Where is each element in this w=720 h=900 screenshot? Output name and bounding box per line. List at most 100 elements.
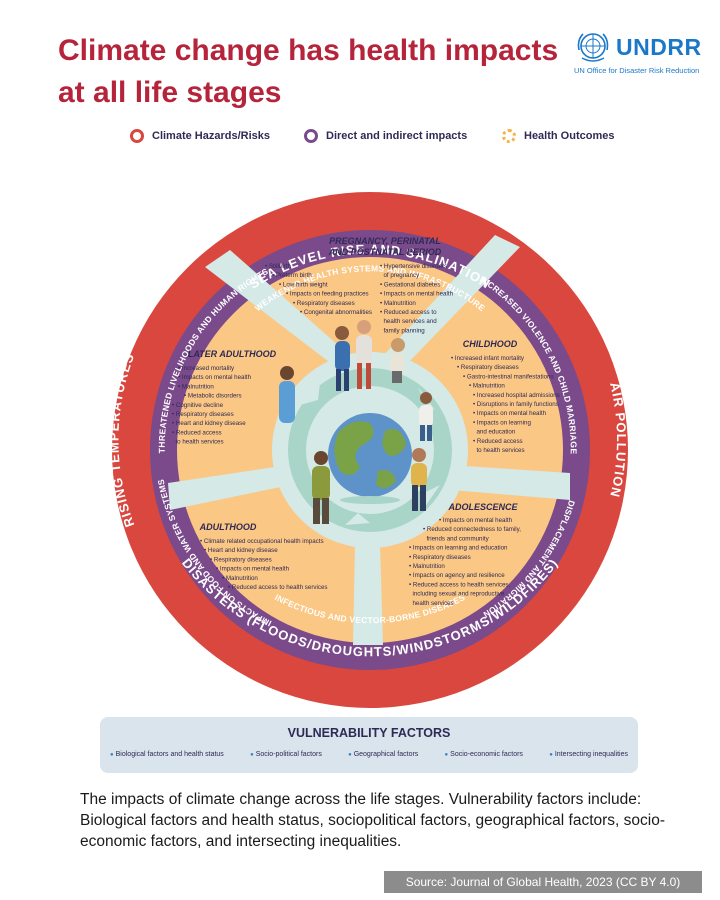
outcome-item: • Low birth weight <box>279 281 328 288</box>
outcome-item: • Malnutrition <box>409 563 445 570</box>
outcome-item: • Cognitive decline <box>172 402 224 409</box>
outcome-item: • Malnutrition <box>178 383 214 390</box>
outcome-item: • Stillbirth <box>265 263 291 270</box>
outcome-item: • Congenital abnormalities <box>300 309 372 316</box>
outcome-item: • Malnutrition <box>380 300 416 307</box>
undrr-logo: UNDRR UN Office for Disaster Risk Reduct… <box>574 30 704 80</box>
outcome-item: • Impacts on agency and resilience <box>409 572 505 579</box>
stage-title: LATER ADULTHOOD <box>188 349 277 359</box>
outcome-item: health services <box>409 600 454 607</box>
cycle-arrows <box>300 383 440 525</box>
legend-item-outcomes: Health Outcomes <box>502 124 614 148</box>
outcome-item: • Increased infant mortality <box>451 355 525 362</box>
outcome-item: • Reduced access to health services <box>228 584 328 591</box>
pregnant-person-icon <box>335 326 350 391</box>
outcome-item: • Reduced access to <box>380 309 437 316</box>
outcome-item: • Respiratory diseases <box>409 554 471 561</box>
logo-name: UNDRR <box>616 34 702 60</box>
outcome-item: • Increased mortality <box>178 365 235 372</box>
vulnerability-item: Intersecting inequalities <box>549 751 628 758</box>
outcome-item: • Impacts on mental health <box>178 374 252 381</box>
outcome-item: • Disruptions in family functions <box>473 401 559 408</box>
outcome-item: of pregnancy <box>380 272 420 279</box>
outcome-item: friends and community <box>423 535 490 542</box>
outcome-item: • Increased hospital admissions <box>473 392 560 399</box>
title-line-1: Climate change has health impacts <box>58 34 559 67</box>
outcome-item: to health services <box>473 447 525 454</box>
outcome-item: • Gastro-intestinal manifestations <box>463 373 554 380</box>
outcome-item: • Impacts on mental health <box>439 517 513 524</box>
cycle-arrow <box>300 383 320 405</box>
logo-subtitle: UN Office for Disaster Risk Reduction <box>574 66 700 75</box>
source-credit: Source: Journal of Global Health, 2023 (… <box>384 871 702 893</box>
adolescent-icon <box>419 392 433 441</box>
outcome-item: • Impacts on feeding practices <box>286 291 369 298</box>
vulnerability-item: Biological factors and health status <box>110 751 224 758</box>
legend-item-impacts: Direct and indirect impacts <box>304 124 467 148</box>
child-icon <box>390 338 405 383</box>
title-line-2: at all life stages <box>58 76 282 109</box>
outcome-item: • Metabolic disorders <box>184 393 242 400</box>
vulnerability-item: Socio-economic factors <box>445 751 523 758</box>
outcome-item: • Respiratory diseases <box>210 556 272 563</box>
outcome-item: • Hypertensive disorders <box>380 263 447 270</box>
outcome-item: • Reduced access <box>473 438 523 445</box>
divider-upper-left <box>205 250 355 365</box>
outcome-item: health services and <box>380 318 437 325</box>
life-stages-wheel: SEA LEVEL RISE AND SALINATION DISASTERS … <box>106 192 629 708</box>
divider-bottom <box>353 543 383 645</box>
stage-title: ADULTHOOD <box>199 522 257 532</box>
legend-outcome-ring-icon <box>502 129 516 143</box>
legend-item-hazards: Climate Hazards/Risks <box>130 124 270 148</box>
stage-title: ADOLESCENCE <box>447 502 518 512</box>
globe-icon <box>328 413 412 504</box>
outcome-item: to health services <box>172 439 224 446</box>
outcome-item: • Impacts on mental health <box>380 291 454 298</box>
vulnerability-title: VULNERABILITY FACTORS <box>287 726 451 740</box>
hazard-label-right: AIR POLLUTION <box>607 381 629 499</box>
outcome-item: • Impacts on learning and education <box>409 545 508 552</box>
outcome-item: • Malnutrition <box>222 575 258 582</box>
outcome-item: • Preterm birth <box>272 272 312 279</box>
outcome-item: • Malnutrition <box>469 383 505 390</box>
un-emblem-icon <box>577 33 609 62</box>
outcome-item: • Respiratory diseases <box>172 411 234 418</box>
outcome-item: • Heart and kidney disease <box>172 420 246 427</box>
outcome-item: • Reduced connectedness to family, <box>423 526 521 533</box>
vulnerability-item: Geographical factors <box>348 751 419 758</box>
outcome-item: • Reduced access to health services, <box>409 581 510 588</box>
person-figures <box>279 320 433 524</box>
outcome-item: • Impacts on learning <box>473 419 531 426</box>
vulnerability-item: Socio-political factors <box>250 751 322 758</box>
parent-with-baby-icon <box>356 320 372 389</box>
legend-hazard-ring-icon <box>130 129 144 143</box>
divider-right <box>450 465 570 500</box>
teen-girl-icon <box>411 448 427 511</box>
legend-label: Health Outcomes <box>524 130 615 142</box>
vulnerability-list: Biological factors and health status Soc… <box>110 751 628 758</box>
cycle-arrow <box>345 513 370 525</box>
adult-man-icon <box>312 451 330 524</box>
vulnerability-factors-panel: VULNERABILITY FACTORS Biological factors… <box>100 717 638 773</box>
legend-impact-ring-icon <box>304 129 318 143</box>
outcome-item: • Reduced access <box>172 429 222 436</box>
legend: Climate Hazards/Risks Direct and indirec… <box>0 124 720 148</box>
stage-title: PREGNANCY, PERINATAL <box>329 236 441 246</box>
outcome-item: and education <box>473 429 516 436</box>
outcome-item: family planning <box>380 327 425 334</box>
divider-left <box>168 465 290 510</box>
outcome-item: including sexual and reproductive <box>409 591 505 598</box>
older-person-icon <box>279 366 295 423</box>
stage-dividers <box>168 235 570 645</box>
outcome-item: • Gestational diabetes <box>380 281 440 288</box>
divider-upper-right <box>382 235 520 365</box>
legend-label: Direct and indirect impacts <box>326 130 468 142</box>
outcome-item: • Impacts on mental health <box>216 566 290 573</box>
outcome-item: • Respiratory diseases <box>293 300 355 307</box>
outcome-item: • Heart and kidney disease <box>204 547 278 554</box>
outcome-item: • Impacts on mental health <box>473 410 547 417</box>
page-title: Climate change has health impacts at all… <box>58 30 578 114</box>
outcome-item: • Respiratory diseases <box>457 364 519 371</box>
figure-caption: The impacts of climate change across the… <box>80 791 665 850</box>
